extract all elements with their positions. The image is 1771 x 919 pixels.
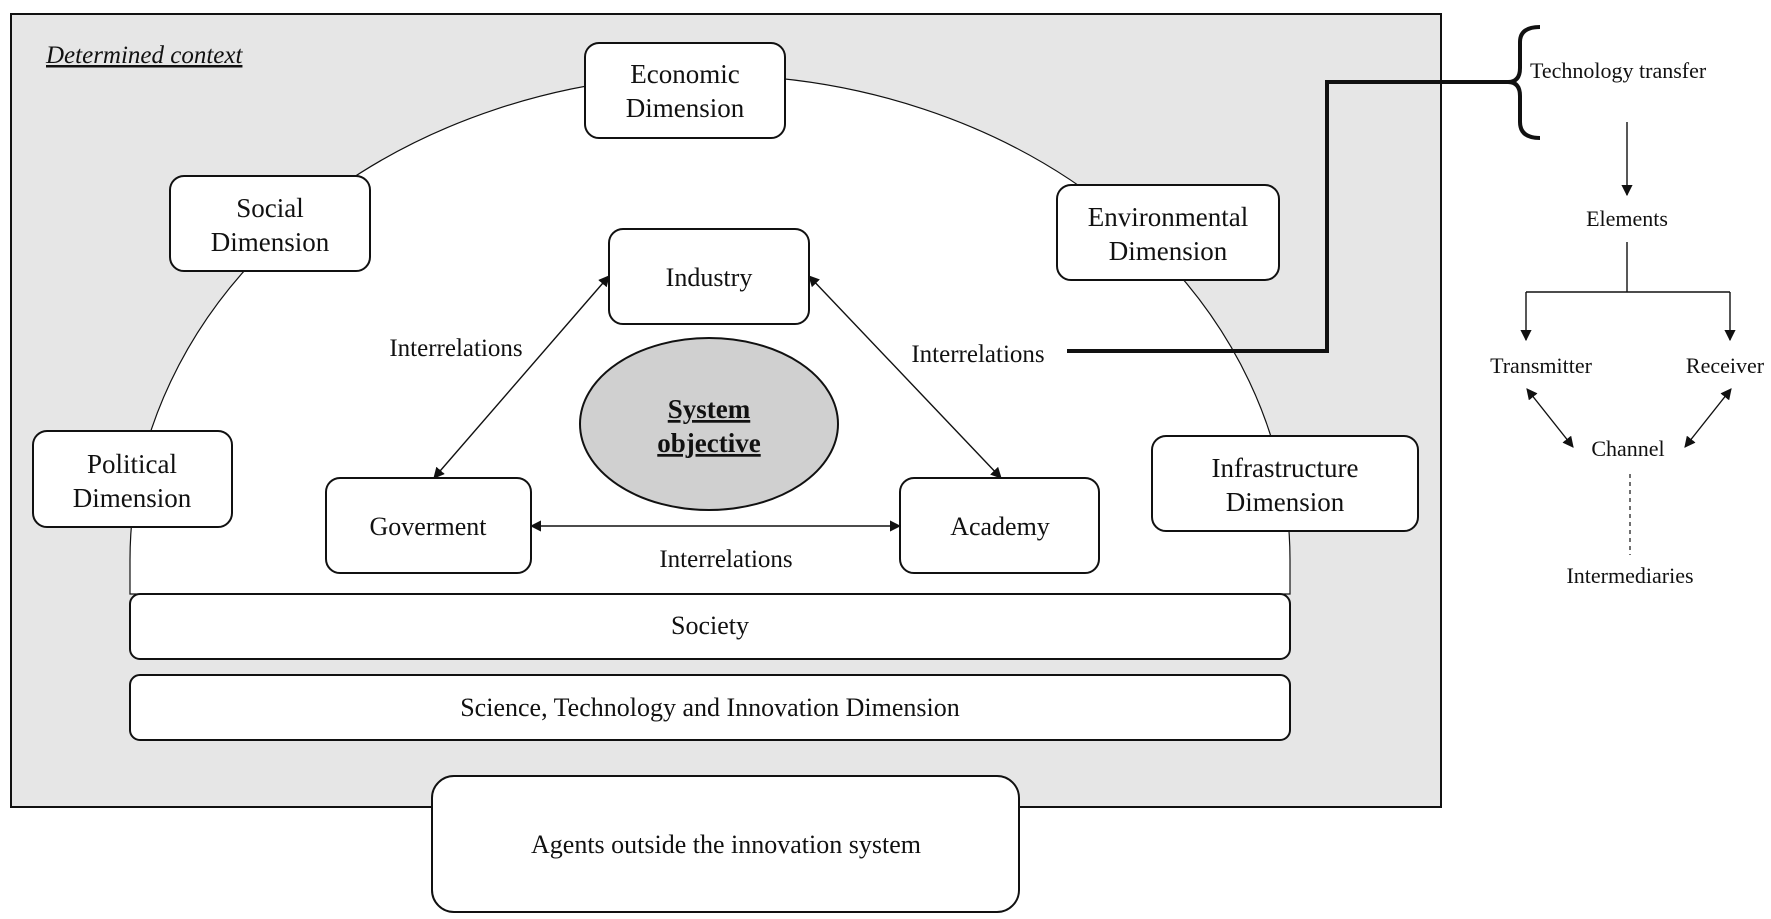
society-band: Society — [129, 593, 1291, 660]
elements-label: Elements — [1586, 206, 1668, 231]
political-dimension-line2: Dimension — [73, 483, 192, 513]
transmitter-label: Transmitter — [1490, 353, 1593, 378]
interrelations-left-label: Interrelations — [389, 335, 522, 362]
sti-dimension-band: Science, Technology and Innovation Dimen… — [129, 674, 1291, 741]
social-dimension-line1: Social — [236, 193, 304, 223]
government-box: Goverment — [325, 477, 532, 574]
technology-transfer-brace — [1507, 25, 1541, 140]
environmental-dimension-box: Environmental Dimension — [1056, 184, 1280, 281]
interrelations-right-label: Interrelations — [911, 341, 1044, 368]
system-objective-line1: System — [668, 394, 751, 424]
social-dimension-box: Social Dimension — [169, 175, 371, 272]
academy-box: Academy — [899, 477, 1100, 574]
economic-dimension-line2: Dimension — [626, 93, 745, 123]
government-label: Goverment — [370, 512, 488, 541]
social-dimension-line2: Dimension — [211, 227, 330, 257]
outside-agents-box: Agents outside the innovation system — [431, 775, 1020, 913]
political-dimension-box: Political Dimension — [32, 430, 233, 528]
industry-government-arrow — [433, 275, 610, 479]
receiver-label: Receiver — [1686, 353, 1765, 378]
society-label: Society — [671, 611, 749, 640]
system-objective-line2: objective — [657, 428, 760, 458]
system-objective: System objective — [579, 337, 839, 511]
transmitter-channel-arrow — [1526, 388, 1574, 448]
technology-transfer-connector — [1067, 80, 1510, 353]
industry-academy-arrow — [808, 275, 1002, 479]
industry-label: Industry — [666, 263, 753, 292]
academy-label: Academy — [950, 512, 1050, 541]
environmental-dimension-line2: Dimension — [1109, 236, 1228, 266]
context-title: Determined context — [45, 42, 244, 69]
technology-transfer-title: Technology transfer — [1530, 58, 1707, 83]
channel-label: Channel — [1591, 436, 1664, 461]
interrelations-bottom-label: Interrelations — [659, 546, 792, 573]
infrastructure-dimension-box: Infrastructure Dimension — [1151, 435, 1419, 532]
economic-dimension-box: Economic Dimension — [584, 42, 786, 139]
infrastructure-dimension-line1: Infrastructure — [1212, 453, 1359, 483]
receiver-channel-arrow — [1684, 388, 1732, 448]
infrastructure-dimension-line2: Dimension — [1226, 487, 1345, 517]
environmental-dimension-line1: Environmental — [1088, 202, 1248, 232]
industry-box: Industry — [608, 228, 810, 325]
intermediaries-label: Intermediaries — [1566, 563, 1693, 588]
economic-dimension-line1: Economic — [630, 59, 739, 89]
sti-dimension-label: Science, Technology and Innovation Dimen… — [460, 693, 960, 722]
outside-agents-label: Agents outside the innovation system — [531, 830, 921, 859]
political-dimension-line1: Political — [87, 449, 177, 479]
